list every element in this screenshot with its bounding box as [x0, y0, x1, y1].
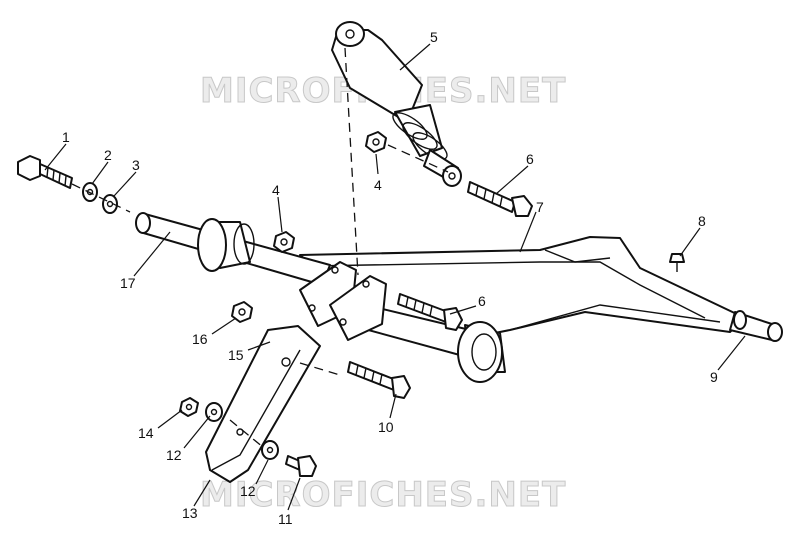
callout-6-upper: 6 [526, 151, 534, 167]
callout-16: 16 [192, 331, 208, 347]
nut-14 [179, 397, 199, 417]
callout-7: 7 [536, 199, 544, 215]
callout-12-lower: 12 [240, 483, 256, 499]
nut-16 [231, 301, 253, 323]
bolt-11 [285, 455, 317, 477]
assembly-lines [71, 47, 449, 449]
callout-1: 1 [62, 129, 70, 145]
callout-2: 2 [104, 147, 112, 163]
nut-4-lower [273, 231, 295, 253]
leader-lines [44, 43, 746, 511]
callout-4-lower: 4 [272, 182, 280, 198]
callout-13: 13 [182, 505, 198, 521]
washer-12-lower [261, 440, 279, 460]
callout-17: 17 [120, 275, 136, 291]
callout-11: 11 [278, 511, 293, 527]
callout-9: 9 [710, 369, 718, 385]
bolt-6-lower [397, 293, 463, 331]
bolt-10 [347, 361, 411, 399]
callout-numbers: 1 2 3 4 4 5 6 6 7 8 9 10 11 12 12 13 14 … [62, 29, 718, 527]
callout-3: 3 [132, 157, 140, 173]
bolt-1 [17, 155, 73, 189]
callout-8: 8 [698, 213, 706, 229]
watermark-bottom: MICROFICHES.NET [200, 475, 566, 515]
callout-15: 15 [228, 347, 244, 363]
mounting-brackets [299, 261, 387, 341]
a-arm-frame [299, 236, 746, 339]
washer-3 [102, 194, 118, 214]
upper-bushing [197, 218, 255, 272]
shock-absorber [331, 21, 462, 187]
link-arm [205, 325, 321, 483]
callout-4-upper: 4 [374, 177, 382, 193]
callout-12-upper: 12 [166, 447, 182, 463]
pivot-shaft [729, 310, 783, 342]
callout-14: 14 [138, 425, 154, 441]
nut-4-upper [365, 131, 387, 153]
callout-10: 10 [378, 419, 394, 435]
callout-5: 5 [430, 29, 438, 45]
grease-fitting [669, 253, 685, 272]
bolt-6-upper [467, 181, 533, 217]
callout-6-lower: 6 [478, 293, 486, 309]
